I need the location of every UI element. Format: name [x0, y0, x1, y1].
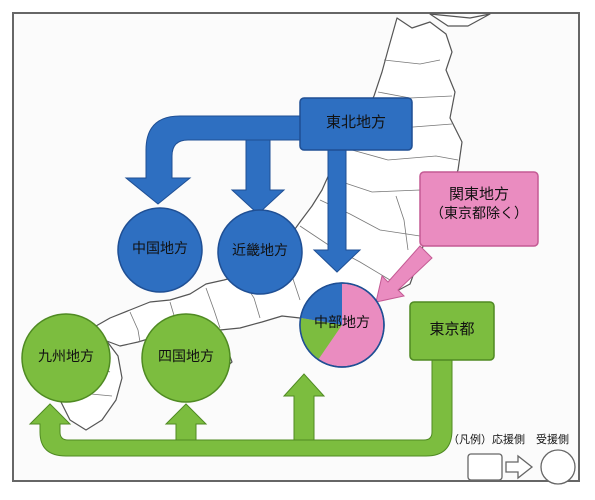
arrow-icon: [312, 149, 362, 273]
legend-circle-icon: [540, 449, 576, 485]
arrow-icon: [164, 403, 208, 441]
tokyo-box: [409, 301, 495, 361]
arrow-icon: [282, 373, 326, 441]
chubu-label: 中部地方: [314, 315, 370, 331]
legend: [467, 449, 576, 485]
legend-rect-icon: [467, 453, 503, 481]
chugoku-label: 中国地方: [132, 241, 188, 257]
arrow-icon: [375, 245, 433, 303]
arrow-icon: [124, 115, 301, 205]
arrow-icon: [230, 139, 286, 215]
tohoku-box: [299, 97, 413, 151]
kyushu-circle: [21, 313, 111, 403]
tokyo-label: 東京都: [429, 320, 475, 338]
legend-title: （凡例）応援側 受援側: [448, 433, 569, 446]
green-arrows: [28, 359, 453, 457]
legend-arrow-icon: [505, 454, 534, 480]
kinki-circle: [217, 209, 303, 295]
kinki-label: 近畿地方: [232, 243, 288, 259]
shikoku-circle: [141, 313, 231, 403]
chugoku-circle: [117, 207, 203, 293]
arrow-icon: [28, 359, 453, 457]
kyushu-label: 九州地方: [38, 349, 94, 365]
tohoku-label: 東北地方: [325, 113, 386, 131]
blue-arrows: [124, 115, 362, 273]
kanto-label: 関東地方: [448, 185, 509, 203]
kanto-box: [419, 171, 539, 247]
kanto-note: （東京都除く）: [430, 206, 528, 222]
chubu-circle: [299, 282, 385, 368]
shikoku-label: 四国地方: [158, 349, 214, 365]
